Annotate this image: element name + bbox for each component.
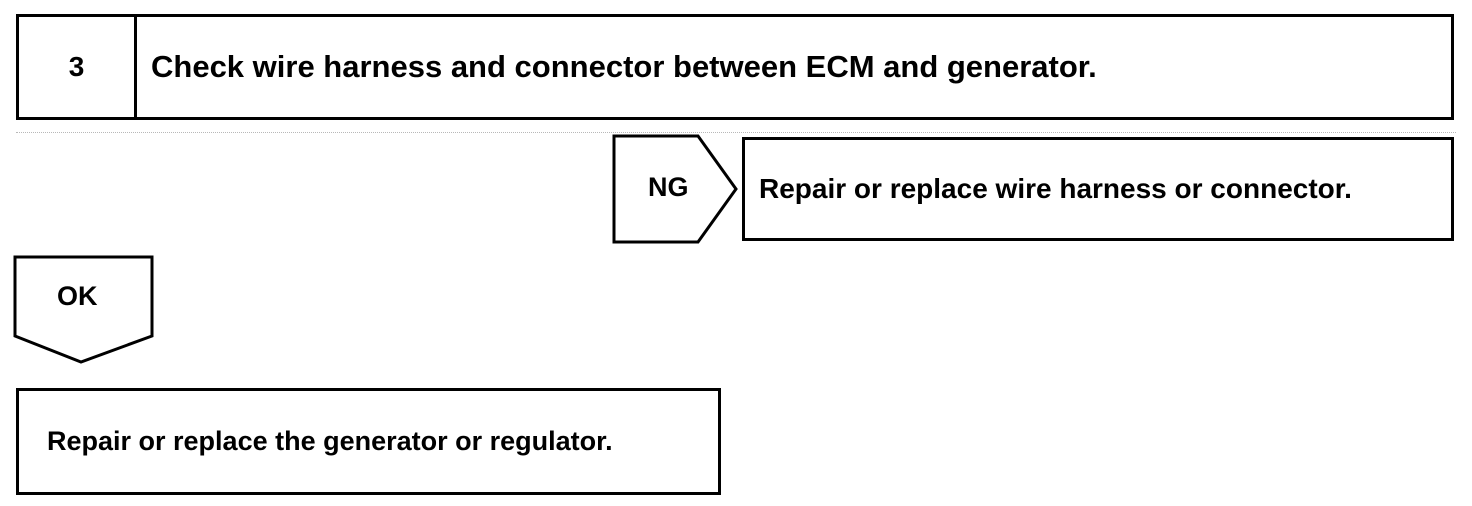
ok-arrow-tag [13,255,154,364]
ng-arrow-tag [612,134,738,244]
ng-action-box: Repair or replace wire harness or connec… [742,137,1454,241]
ok-label: OK [57,281,98,311]
ng-arrow-outline [612,134,738,244]
ok-arrow-outline [13,255,154,364]
step-title: Check wire harness and connector between… [151,49,1097,84]
step-number: 3 [19,17,137,117]
step-header-box: 3 Check wire harness and connector betwe… [16,14,1454,120]
ok-action-box: Repair or replace the generator or regul… [16,388,721,495]
ng-label: NG [648,172,689,202]
step-divider-line [16,132,1456,133]
